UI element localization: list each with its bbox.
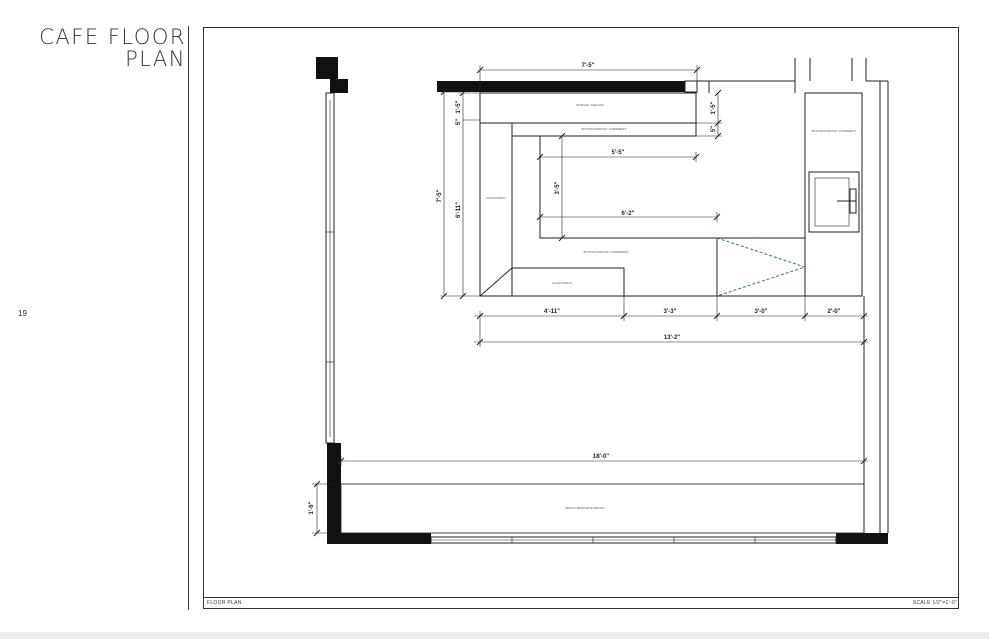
counter-right <box>804 92 863 297</box>
label-top-counter: STORAGE / SHELVING <box>576 103 604 107</box>
footer-drawing-name: FLOOR PLAN <box>207 600 242 606</box>
dim-segment-1: 4'-11" <box>544 309 560 315</box>
label-left-counter: GLASS DISPLAY <box>486 196 506 200</box>
bottom-strip <box>0 632 989 639</box>
dim-overall-depth: 7'-5" <box>437 189 443 202</box>
dim-inner-overall-depth: 6'-11" <box>456 202 462 218</box>
label-upper-counter: BOTTOM WORKTOP / CONDIMENTS <box>582 127 627 131</box>
dim-inner-depth: 3'-5" <box>555 181 561 194</box>
dim-segment-3: 3'-0" <box>755 309 768 315</box>
dim-right-small: 5" <box>711 126 717 132</box>
page-title: CAFE FLOOR PLAN <box>39 26 186 70</box>
wall-top-column <box>684 80 698 93</box>
wall-top-left-block <box>316 57 338 79</box>
wall-bottom-right <box>836 533 888 544</box>
page-title-line-2: PLAN <box>125 47 186 71</box>
dim-total-width: 13'-2" <box>664 335 680 341</box>
drawing-sheet <box>203 27 959 609</box>
wall-bottom-left <box>327 533 431 544</box>
door-swing <box>716 237 807 297</box>
dim-inner-width-upper: 5'-5" <box>612 150 625 156</box>
dim-top-counter-width: 7'-5" <box>582 63 595 69</box>
title-divider <box>188 26 189 610</box>
label-right-counter: BOTTOM WORKTOP / CONDIMENTS <box>812 129 857 133</box>
label-bench: BENCH / BANQUETTE SEATING <box>565 506 604 510</box>
dim-bench-depth: 1'-6" <box>309 501 315 514</box>
wall-top <box>437 81 685 92</box>
dim-upper-left-small: 5" <box>456 119 462 125</box>
label-mid-counter: BOTTOM WORKTOP / CONDIMENTS <box>584 250 629 254</box>
wall-left-lower <box>327 443 341 544</box>
sink <box>808 171 860 233</box>
dim-right-upper-depth: 1'-5" <box>711 101 717 114</box>
dim-segment-4: 2'-0" <box>828 309 841 315</box>
dim-upper-left-depth: 1'-5" <box>456 100 462 113</box>
page-title-line-1: CAFE FLOOR <box>39 25 186 49</box>
page-number: 19 <box>18 309 27 318</box>
sheet-footer-divider <box>203 597 959 598</box>
dim-inner-width-lower: 6'-2" <box>622 211 635 217</box>
counter-inner-outline <box>539 136 805 239</box>
dim-room-width: 18'-0" <box>593 454 609 460</box>
label-lower-counter: GLASS DISPLAY <box>552 281 572 285</box>
dim-segment-2: 3'-3" <box>664 309 677 315</box>
counter-top <box>479 92 697 124</box>
footer-scale: SCALE 1/2"=1'-0" <box>912 600 957 606</box>
counter-left <box>479 122 513 297</box>
wall-top-left-notch <box>330 79 348 93</box>
